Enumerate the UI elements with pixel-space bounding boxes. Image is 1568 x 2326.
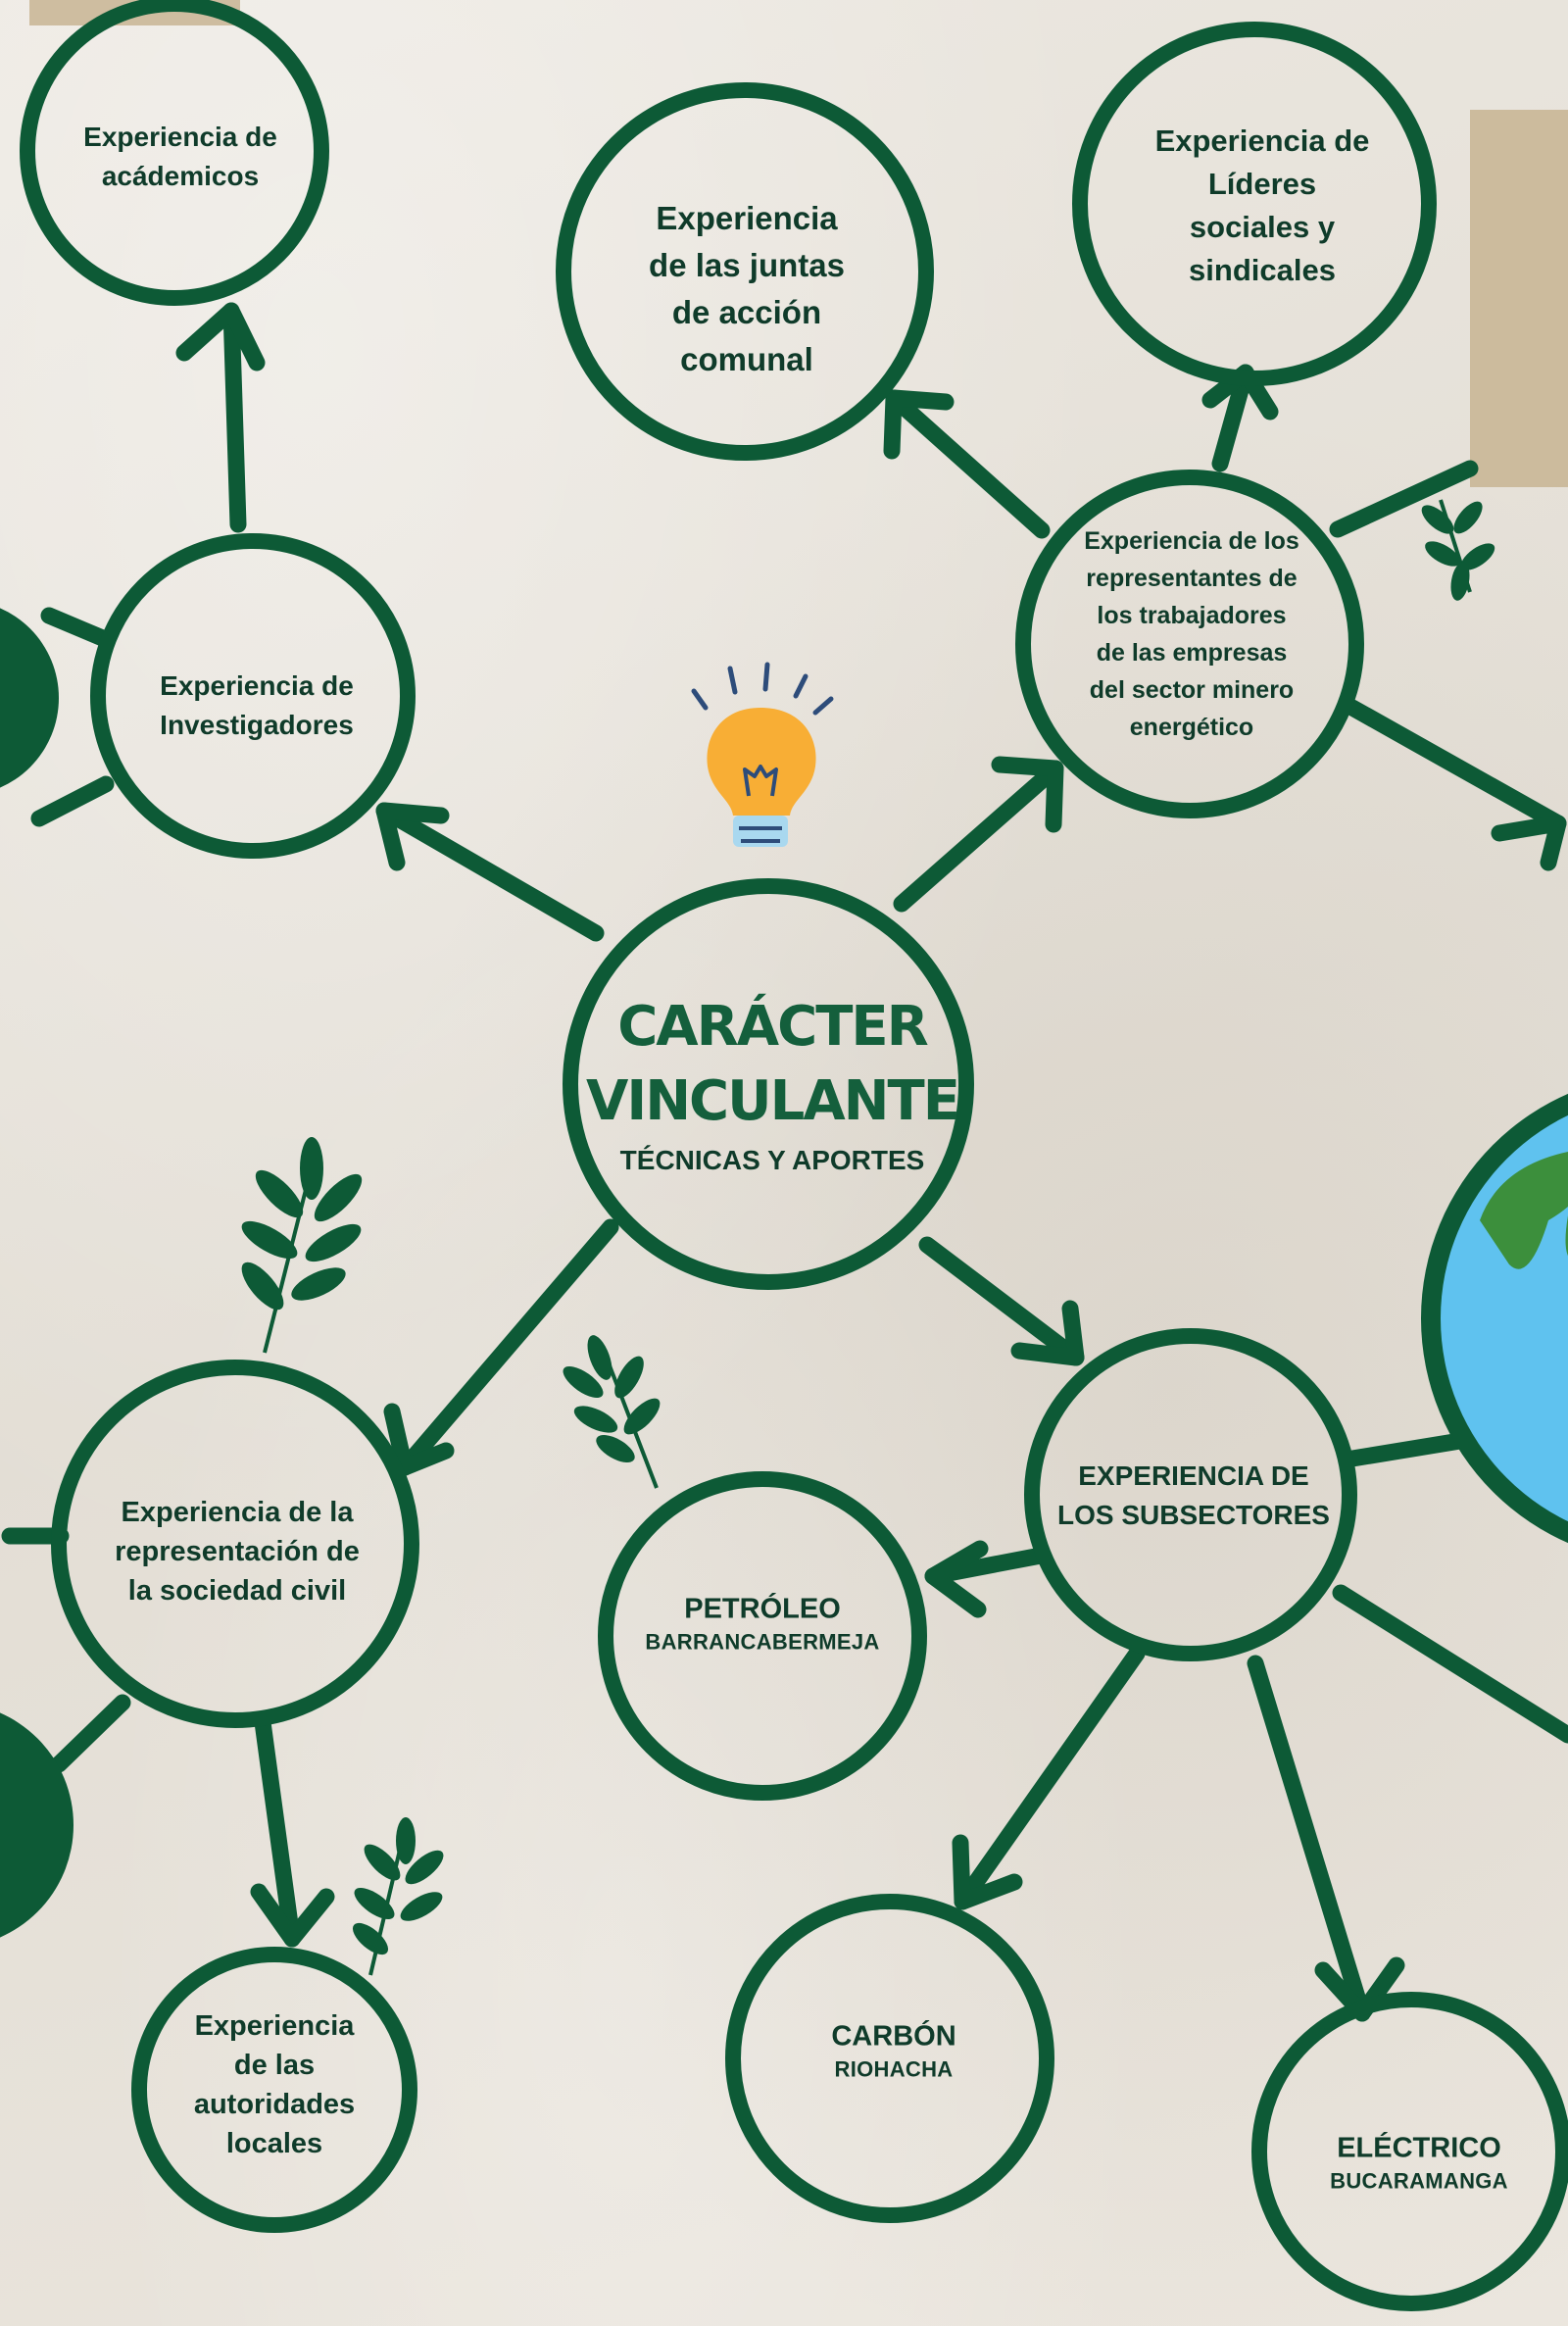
leaf-icon	[241, 1137, 363, 1354]
node-circle-petroleo	[598, 1471, 927, 1801]
leaf-icon	[1421, 499, 1495, 601]
arrowhead-autoridades	[250, 1883, 335, 1948]
arrowhead-petroleo	[924, 1540, 989, 1618]
petroleo-title: PETRÓLEO	[684, 1593, 841, 1625]
carbon-title: CARBÓN	[831, 2020, 956, 2053]
earth-icon	[1421, 1093, 1568, 1544]
edge-trabajadores-juntas	[885, 389, 1051, 539]
node-circle-autoridades	[131, 1947, 417, 2233]
edge-investigadores-left1	[40, 607, 114, 648]
node-circle-carbon	[725, 1894, 1054, 2223]
arrowhead-trabajadores	[991, 756, 1064, 833]
edge-center-subsectores	[918, 1236, 1085, 1366]
center-subtitle: TÉCNICAS Y APORTES	[619, 1145, 925, 1175]
arrowhead-academicos	[175, 302, 266, 371]
node-circle-center	[563, 878, 974, 1290]
arrowhead-juntas	[883, 389, 955, 460]
node-autoridades-locales: Experiencia de las autoridades locales	[193, 2010, 356, 2159]
node-circle-subsectores	[1024, 1328, 1357, 1661]
edge-center-trabajadores	[893, 760, 1064, 913]
node-sociedad-civil: Experiencia de la representación de la s…	[115, 1497, 360, 1607]
petroleo-place: BARRANCABERMEJA	[645, 1629, 880, 1655]
edge-subsectores-carbon	[954, 1645, 1146, 1910]
node-circle-academicos	[20, 0, 329, 306]
arrowhead-carbon	[952, 1834, 1023, 1910]
node-representantes-trabajadores: Experiencia de los representantes de los…	[1084, 527, 1299, 741]
node-circle-electrico	[1251, 1992, 1568, 2311]
node-petroleo: PETRÓLEO BARRANCABERMEJA	[645, 1594, 879, 1656]
arrowhead-investigadores	[375, 802, 450, 871]
electrico-place: BUCARAMANGA	[1330, 2168, 1508, 2194]
electrico-title: ELÉCTRICO	[1337, 2132, 1501, 2164]
edge-subsectores-earth	[1344, 1432, 1469, 1467]
node-circle-trabajadores	[1015, 470, 1364, 818]
edge-center-investigadores	[375, 802, 605, 942]
node-center: CARÁCTER VINCULANTE TÉCNICAS Y APORTES	[586, 990, 960, 1176]
node-lideres-sociales: Experiencia de Líderes sociales y sindic…	[1154, 124, 1370, 287]
edge-trabajadores-lideres	[1211, 364, 1254, 472]
edge-investigadores-left2	[30, 775, 115, 827]
edge-investigadores-academicos	[222, 302, 247, 533]
carbon-place: RIOHACHA	[834, 2056, 954, 2082]
edge-sociedad-leftdown	[50, 1694, 131, 1773]
arrowhead-subsectores	[1010, 1300, 1085, 1366]
node-circle-investigadores	[90, 533, 416, 859]
arrowhead-sociedad	[383, 1403, 455, 1476]
tape-right	[1470, 110, 1568, 487]
node-circle-juntas	[556, 82, 934, 461]
edge-trabajadores-right	[1344, 699, 1567, 832]
leaf-icon	[352, 1817, 444, 1976]
node-circle-lideres	[1072, 22, 1437, 386]
edge-center-sociedad	[396, 1218, 619, 1476]
node-carbon: CARBÓN RIOHACHA	[831, 2021, 956, 2083]
node-investigadores: Experiencia de Investigadores	[160, 670, 354, 740]
node-juntas-accion-comunal: Experiencia de las juntas de acción comu…	[649, 200, 845, 377]
lightbulb-icon	[691, 662, 834, 847]
node-circle-sociedad	[51, 1360, 419, 1728]
node-subsectores: EXPERIENCIA DE LOS SUBSECTORES	[1057, 1460, 1330, 1530]
left-dark-shape-top	[0, 608, 59, 788]
edge-subsectores-right	[1332, 1584, 1568, 1744]
edge-trabajadores-topright	[1329, 460, 1479, 538]
leaf-icon	[563, 1335, 661, 1489]
node-academicos: Experiencia de acádemicos	[83, 122, 277, 191]
arrowhead-right	[1491, 815, 1567, 871]
edge-subsectores-electrico	[1247, 1655, 1371, 2022]
center-title-line1: CARÁCTER	[617, 995, 929, 1059]
center-title-line2: VINCULANTE	[586, 1069, 960, 1133]
left-dark-shape-bottom	[0, 1712, 74, 1938]
edge-sociedad-autoridades	[254, 1713, 301, 1948]
node-electrico: ELÉCTRICO BUCARAMANGA	[1330, 2133, 1508, 2195]
